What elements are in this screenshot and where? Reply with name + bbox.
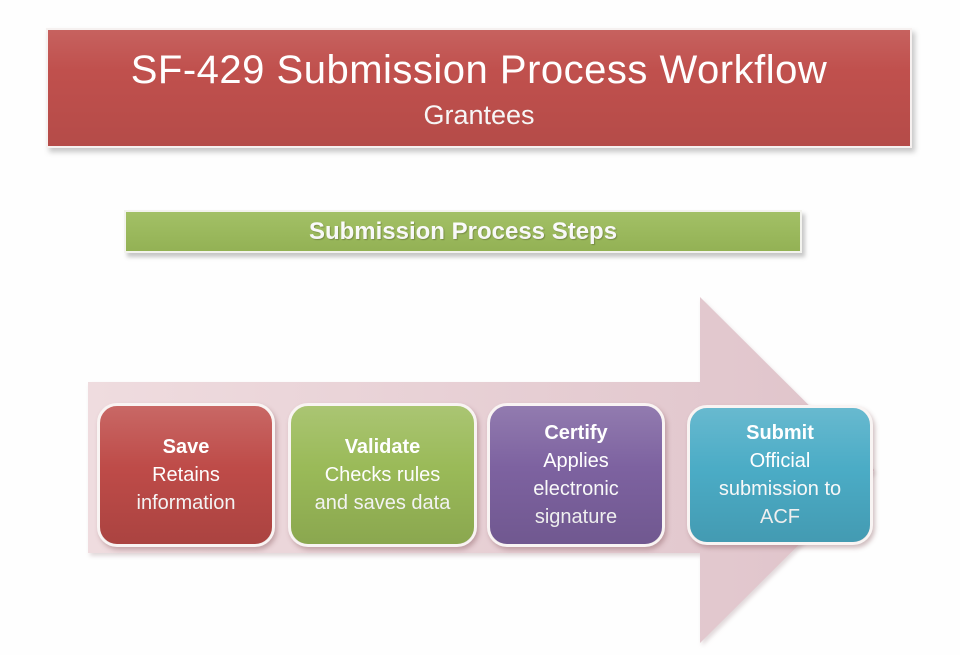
step-certify-description-line: signature bbox=[534, 506, 618, 528]
step-validate-description-line: and saves data bbox=[314, 492, 451, 514]
step-submit-description-line: submission to bbox=[718, 478, 842, 500]
step-submit: Submit Official submission to ACF bbox=[687, 405, 873, 545]
step-save-name: Save bbox=[162, 436, 210, 458]
step-submit-name: Submit bbox=[746, 422, 814, 444]
step-save-description-line: information bbox=[136, 492, 236, 514]
section-banner-label: Submission Process Steps bbox=[308, 217, 618, 245]
slide-subtitle: Grantees bbox=[423, 99, 535, 130]
step-certify-name: Certify bbox=[544, 422, 608, 444]
right-arrow-shape bbox=[88, 297, 874, 643]
step-save: Save Retains information bbox=[97, 403, 275, 547]
step-save-description-line: Retains bbox=[152, 464, 220, 486]
title-banner: SF-429 Submission Process Workflow Grant… bbox=[46, 28, 912, 148]
section-banner: Submission Process Steps bbox=[124, 210, 802, 253]
step-certify-description-line: electronic bbox=[533, 478, 619, 500]
step-validate-description-line: Checks rules bbox=[324, 464, 441, 486]
slide-title: SF-429 Submission Process Workflow bbox=[130, 47, 828, 92]
step-validate: Validate Checks rules and saves data bbox=[288, 403, 477, 547]
step-validate-name: Validate bbox=[344, 436, 421, 458]
step-certify: Certify Applies electronic signature bbox=[487, 403, 665, 547]
step-submit-description-line: Official bbox=[749, 450, 811, 472]
step-submit-description-line: ACF bbox=[760, 506, 800, 528]
step-certify-description-line: Applies bbox=[543, 450, 609, 472]
